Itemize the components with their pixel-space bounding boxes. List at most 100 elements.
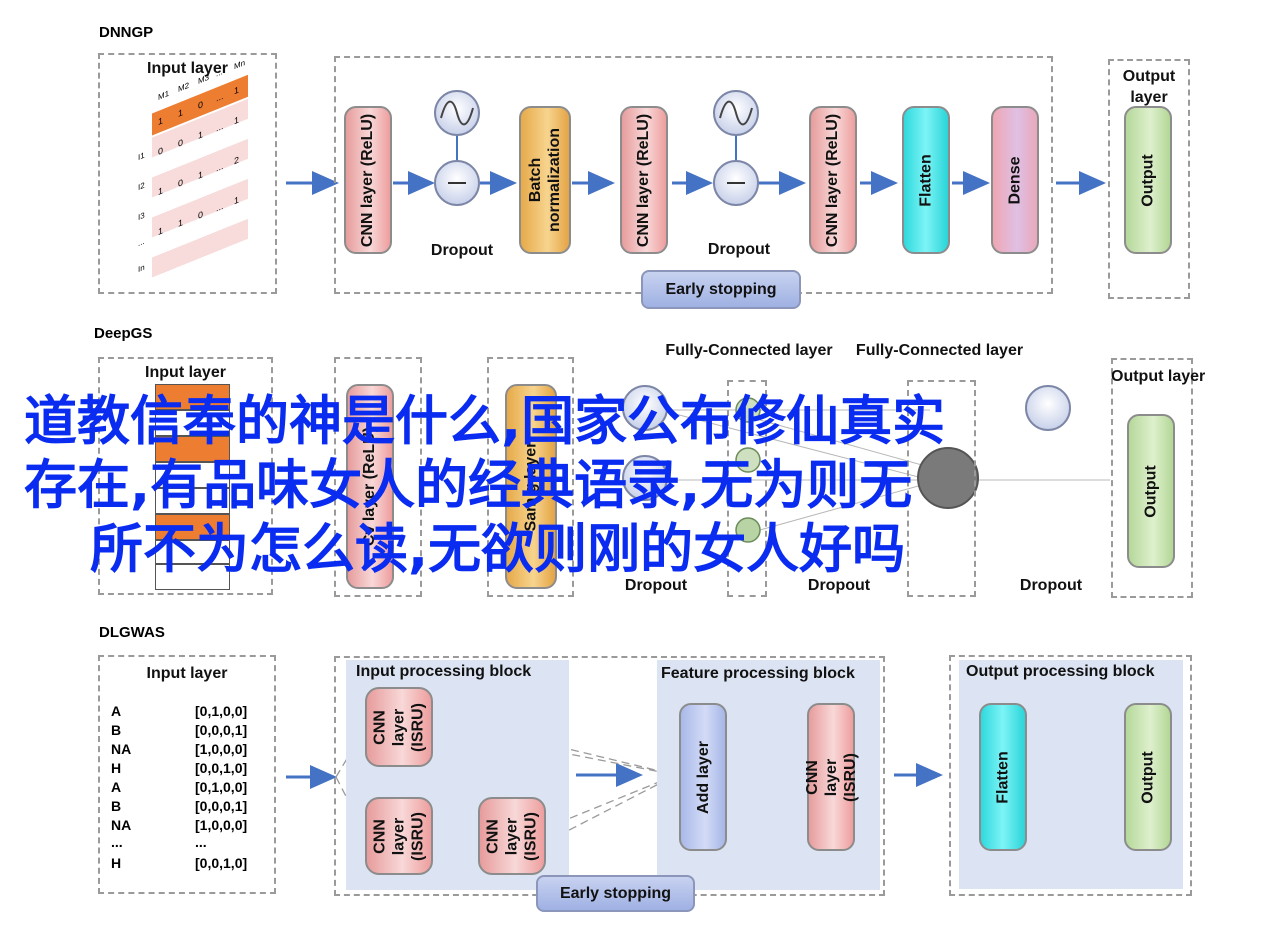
cnn-relu-node: CNN layer (ReLU) <box>344 106 392 254</box>
deepgs-conv-panel <box>334 357 422 597</box>
matrix-cell: 0 <box>178 137 184 150</box>
matrix-cell: 1 <box>178 217 184 230</box>
deepgs-output-panel <box>1111 358 1193 598</box>
encoding-code: [0,0,1,0] <box>195 760 248 776</box>
dropout-label: Dropout <box>624 577 688 594</box>
dnngp-dropout-links <box>456 135 737 163</box>
dlgwas-output-panel <box>949 655 1192 896</box>
matrix-col-header: Mn <box>234 57 246 72</box>
cnn-relu-node: CNN layer (ReLU) <box>620 106 668 254</box>
matrix-cell: 2 <box>234 154 240 167</box>
flatten-node: Flatten <box>902 106 950 254</box>
input-layer-label: Input layer <box>147 60 228 77</box>
matrix-cell: 1 <box>178 107 184 120</box>
deepgs-links <box>659 409 1110 531</box>
node-label: CNN layer (ReLU) <box>635 113 653 247</box>
fc-layer-panel <box>907 380 976 597</box>
early-stopping-badge: Early stopping <box>641 270 801 309</box>
block-title: Input processing block <box>356 663 532 680</box>
node-label: Dense <box>1006 155 1024 205</box>
fc-layer-panel <box>727 380 767 597</box>
block-title: Feature processing block <box>661 665 855 682</box>
overlay-caption-line3: 所不为怎么读,无欲则刚的女人好吗 <box>90 519 906 580</box>
encoding-allele: B <box>111 722 122 738</box>
node-label: Flatten <box>917 153 935 207</box>
node-label: Batch normalization <box>527 127 563 232</box>
dropout-label: Dropout <box>707 241 771 258</box>
matrix-cell: 1 <box>158 115 164 128</box>
node-label: CNN layer (ReLU) <box>824 113 842 247</box>
matrix-row-header: I1 <box>138 150 145 163</box>
encoding-allele: NA <box>111 741 132 757</box>
output-layer-label: Output layer <box>1111 368 1206 385</box>
encoding-code: [1,0,0,0] <box>195 741 248 757</box>
node-label: CNN layer (ISRU) <box>371 811 427 861</box>
matrix-cell: 1 <box>234 114 240 127</box>
matrix-cell: 0 <box>158 145 164 158</box>
encoding-allele: ... <box>111 834 123 850</box>
matrix-row-header: I2 <box>138 180 145 193</box>
matrix-row-header: ... <box>138 236 145 249</box>
conv-layer-node: Cv layer (ReLU) <box>346 384 394 589</box>
dropout-label: Dropout <box>1019 577 1083 594</box>
sampling-layer-node: Sam g layer <box>505 384 557 589</box>
matrix-cell: 1 <box>198 128 204 141</box>
cnn-isru-node: CNN layer (ISRU) <box>804 703 859 851</box>
matrix-col-header: M2 <box>178 80 190 95</box>
matrix-cell: 1 <box>198 168 204 181</box>
node-label: Flatten <box>994 750 1012 804</box>
node-label: Output <box>1139 153 1157 207</box>
encoding-allele: B <box>111 798 122 814</box>
fc-layer-label: Fully-Connected layer <box>665 342 833 359</box>
section-title-dlgwas: DLGWAS <box>99 624 165 641</box>
dlgwas-input-panel <box>98 655 276 894</box>
matrix-cell: 1 <box>158 185 164 198</box>
node-label: CNN layer (ISRU) <box>371 702 427 752</box>
fc-layer-label: Fully-Connected layer <box>855 342 1024 359</box>
output-layer-label: Output layer <box>1122 68 1176 106</box>
cnn-isru-node: CNN layer (ISRU) <box>365 687 433 767</box>
dropout-icon <box>434 90 480 206</box>
encoding-allele: A <box>111 779 122 795</box>
matrix-row-header: I3 <box>138 210 145 223</box>
matrix-cell: 1 <box>234 84 240 97</box>
node-label: CNN layer (ISRU) <box>484 811 540 861</box>
matrix-col-header: ... <box>216 66 223 79</box>
matrix-col-header: M3 <box>198 72 210 86</box>
cnn-relu-node: CNN layer (ReLU) <box>809 106 857 254</box>
encoding-allele: A <box>111 703 122 719</box>
dropout-label: Dropout <box>807 577 871 594</box>
input-layer-label: Input layer <box>145 364 226 381</box>
encoding-allele: NA <box>111 817 132 833</box>
deepgs-input-panel <box>98 357 273 595</box>
matrix-col-header: M1 <box>158 88 170 103</box>
encoding-code: [0,0,0,1] <box>195 722 248 738</box>
section-title-dnngp: DNNGP <box>99 24 154 41</box>
deepgs-sampling-panel <box>487 357 574 597</box>
dnngp-input-panel <box>98 53 277 294</box>
encoding-code: [1,0,0,0] <box>195 817 248 833</box>
cnn-isru-node: CNN layer (ISRU) <box>365 797 433 875</box>
flatten-node: Flatten <box>979 703 1027 851</box>
early-stopping-badge: Early stopping <box>536 875 695 912</box>
matrix-cell: 0 <box>198 208 204 221</box>
input-sequence-grid <box>155 384 230 590</box>
matrix-cell: 0 <box>178 177 184 190</box>
encoding-code: [0,0,0,1] <box>195 798 248 814</box>
node-label: Output <box>1139 750 1157 804</box>
dense-node: Dense <box>991 106 1039 254</box>
encoding-code: ... <box>195 834 207 850</box>
node-label: CNN layer (ReLU) <box>359 113 377 247</box>
cnn-isru-node: CNN layer (ISRU) <box>478 797 546 875</box>
block-title: Output processing block <box>966 663 1155 680</box>
encoding-allele: H <box>111 855 122 871</box>
matrix-cell: 1 <box>158 225 164 238</box>
batch-normalization-node: Batch normalization <box>519 106 571 254</box>
encoding-allele: H <box>111 760 122 776</box>
matrix-cell: 0 <box>198 98 204 111</box>
section-title-deepgs: DeepGS <box>94 325 153 342</box>
dropout-label: Dropout <box>430 242 494 259</box>
deepgs-neuron-icon <box>622 385 1071 543</box>
node-label: CNN layer (ISRU) <box>803 752 859 802</box>
dropout-icon <box>713 90 759 206</box>
